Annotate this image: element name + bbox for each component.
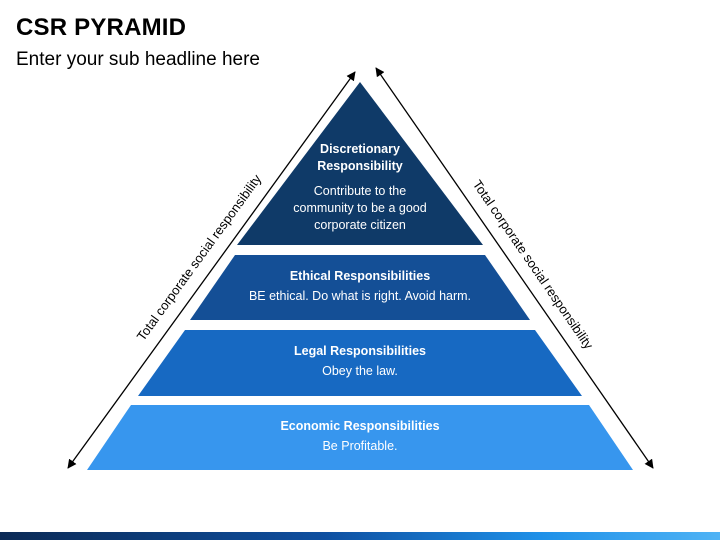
tier-economic-text: Economic Responsibilities Be Profitable. bbox=[210, 418, 510, 455]
tier-ethical-title: Ethical Responsibilities bbox=[289, 269, 431, 283]
tier-discretionary-text: Discretionary Responsibility Contribute … bbox=[285, 141, 435, 234]
tier-ethical-text: Ethical Responsibilities BE ethical. Do … bbox=[210, 268, 510, 305]
tier-economic-title: Economic Responsibilities bbox=[280, 419, 440, 433]
tier-legal-desc: Obey the law. bbox=[322, 364, 398, 378]
footer-accent-bar bbox=[0, 532, 720, 540]
tier-legal-text: Legal Responsibilities Obey the law. bbox=[210, 343, 510, 380]
tier-legal-title: Legal Responsibilities bbox=[294, 344, 426, 358]
tier-economic-desc: Be Profitable. bbox=[322, 439, 398, 453]
tier-discretionary-title: Discretionary Responsibility bbox=[317, 142, 403, 173]
page-title: CSR PYRAMID bbox=[16, 14, 187, 41]
tier-discretionary-desc: Contribute to the community to be a good… bbox=[293, 184, 427, 232]
left-arrow bbox=[67, 71, 356, 469]
tier-ethical-desc: BE ethical. Do what is right. Avoid harm… bbox=[248, 289, 472, 303]
right-arrow bbox=[375, 67, 654, 469]
page-subtitle: Enter your sub headline here bbox=[16, 49, 260, 70]
